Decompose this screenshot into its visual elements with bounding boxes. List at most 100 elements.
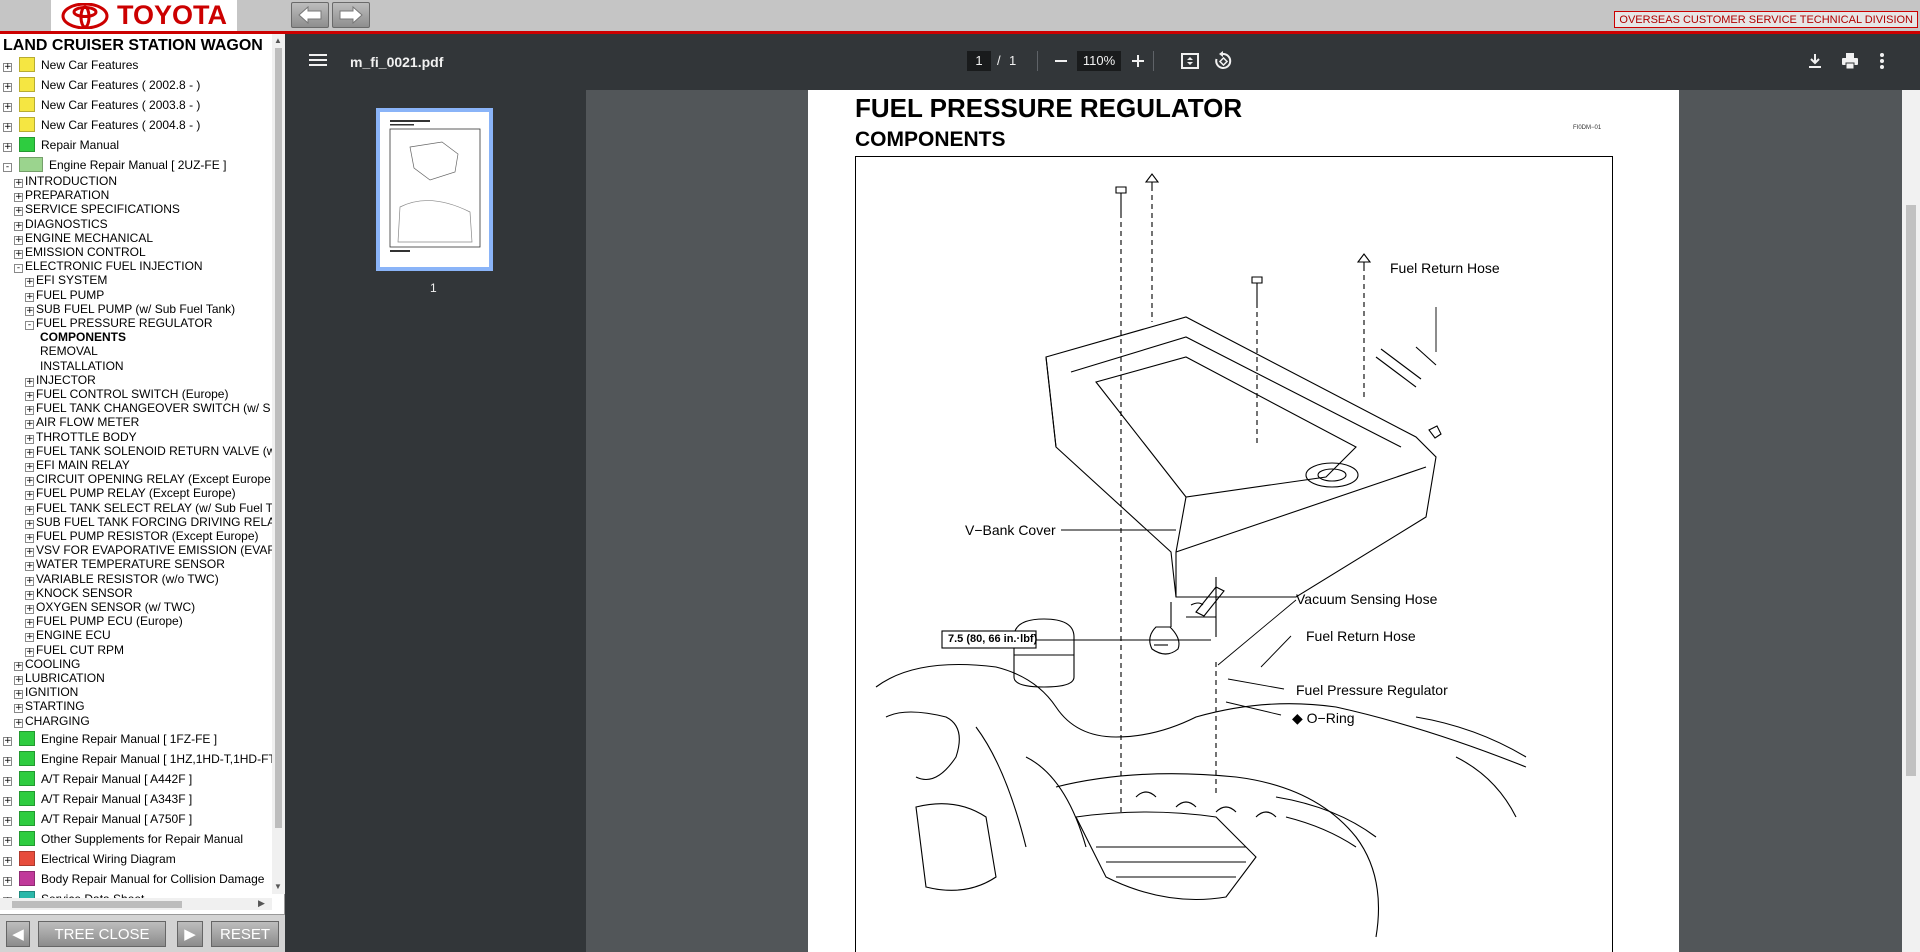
expand-icon[interactable]: + <box>25 305 34 316</box>
tree-item[interactable]: +FUEL CUT RPM <box>25 643 124 657</box>
tree-item[interactable]: INSTALLATION <box>40 359 124 373</box>
scroll-right-icon[interactable]: ▶ <box>258 898 265 908</box>
expand-icon[interactable]: + <box>25 391 34 401</box>
tree-item[interactable]: +VSV FOR EVAPORATIVE EMISSION (EVAF <box>25 543 272 558</box>
zoom-out-button[interactable] <box>1052 52 1070 75</box>
tree-item[interactable]: +DIAGNOSTICS <box>14 217 108 231</box>
expand-icon[interactable]: + <box>14 675 23 685</box>
collapse-icon[interactable]: - <box>14 264 23 274</box>
page-number-input[interactable]: 1 <box>967 51 991 71</box>
tree-prev-button[interactable]: ◀ <box>6 921 30 947</box>
tree-item[interactable]: +FUEL PUMP RESISTOR (Except Europe) <box>25 529 259 543</box>
expand-icon[interactable]: + <box>25 632 34 643</box>
expand-icon[interactable]: + <box>3 855 12 866</box>
expand-icon[interactable]: + <box>25 447 34 458</box>
tree-item[interactable]: +FUEL TANK CHANGEOVER SWITCH (w/ S <box>25 401 270 416</box>
back-button[interactable] <box>291 2 329 28</box>
tree-next-button[interactable]: ▶ <box>177 921 203 947</box>
expand-icon[interactable]: + <box>25 518 34 529</box>
tree-item[interactable]: +FUEL PUMP ECU (Europe) <box>25 614 183 629</box>
tree-item[interactable]: +SUB FUEL PUMP (w/ Sub Fuel Tank) <box>25 302 235 316</box>
expand-icon[interactable]: + <box>3 875 12 886</box>
expand-icon[interactable]: + <box>25 561 34 572</box>
tree-item[interactable]: +New Car Features ( 2003.8 - ) <box>3 97 200 112</box>
forward-button[interactable] <box>332 2 370 28</box>
tree-item[interactable]: +New Car Features ( 2002.8 - ) <box>3 77 200 92</box>
tree-item[interactable]: COMPONENTS <box>40 330 126 344</box>
expand-icon[interactable]: + <box>25 405 34 416</box>
tree-item[interactable]: +INJECTOR <box>25 373 96 387</box>
tree-item[interactable]: +STARTING <box>14 699 85 714</box>
expand-icon[interactable]: + <box>3 835 12 846</box>
tree-item[interactable]: +FUEL PUMP RELAY (Except Europe) <box>25 486 236 501</box>
tree-horizontal-scrollbar[interactable]: ▶ <box>0 898 272 910</box>
print-button[interactable] <box>1840 51 1860 76</box>
expand-icon[interactable]: + <box>25 547 34 558</box>
scrollbar-thumb[interactable] <box>12 901 182 908</box>
expand-icon[interactable]: + <box>14 192 23 203</box>
fit-page-button[interactable] <box>1180 51 1200 76</box>
expand-icon[interactable]: + <box>14 234 23 245</box>
scrollbar-thumb[interactable] <box>275 48 282 828</box>
tree-item[interactable]: +A/T Repair Manual [ A750F ] <box>3 810 192 826</box>
expand-icon[interactable]: + <box>3 82 12 92</box>
tree-item[interactable]: -ELECTRONIC FUEL INJECTION <box>14 259 203 274</box>
expand-icon[interactable]: + <box>14 703 23 714</box>
expand-icon[interactable]: + <box>14 206 23 217</box>
expand-icon[interactable]: + <box>25 490 34 501</box>
expand-icon[interactable]: + <box>25 604 34 614</box>
tree-item[interactable]: +OXYGEN SENSOR (w/ TWC) <box>25 600 195 614</box>
more-actions-button[interactable] <box>1879 51 1885 76</box>
tree-item[interactable]: +EFI SYSTEM <box>25 273 107 288</box>
expand-icon[interactable]: + <box>25 504 34 515</box>
expand-icon[interactable]: + <box>25 419 34 430</box>
tree-item[interactable]: +A/T Repair Manual [ A343F ] <box>3 790 192 806</box>
collapse-icon[interactable]: - <box>3 163 12 172</box>
tree-item[interactable]: +VARIABLE RESISTOR (w/o TWC) <box>25 572 219 586</box>
tree-item[interactable]: -FUEL PRESSURE REGULATOR <box>25 316 212 330</box>
expand-icon[interactable]: + <box>3 62 12 72</box>
scroll-up-icon[interactable]: ▲ <box>274 36 282 45</box>
document-scrollbar[interactable] <box>1902 90 1920 952</box>
expand-icon[interactable]: + <box>3 775 12 786</box>
expand-icon[interactable]: + <box>25 291 34 302</box>
tree-vertical-scrollbar[interactable]: ▲ ▼ <box>272 34 285 894</box>
tree-item[interactable]: +THROTTLE BODY <box>25 430 137 444</box>
tree-item[interactable]: +AIR FLOW METER <box>25 415 139 430</box>
tree-item[interactable]: +IGNITION <box>14 685 78 700</box>
rotate-button[interactable] <box>1213 51 1233 76</box>
expand-icon[interactable]: + <box>25 476 34 487</box>
tree-item[interactable]: +INTRODUCTION <box>14 174 117 188</box>
tree-item[interactable]: +COOLING <box>14 657 80 671</box>
tree-item[interactable]: +CHARGING <box>14 714 90 728</box>
expand-icon[interactable]: + <box>3 735 12 746</box>
zoom-level-input[interactable]: 110% <box>1077 51 1121 71</box>
tree-item[interactable]: +FUEL PUMP <box>25 288 104 302</box>
expand-icon[interactable]: + <box>3 755 12 766</box>
reset-button[interactable]: RESET <box>211 921 279 947</box>
expand-icon[interactable]: + <box>25 533 34 543</box>
zoom-in-button[interactable] <box>1129 52 1147 75</box>
download-button[interactable] <box>1805 51 1825 76</box>
expand-icon[interactable]: + <box>3 142 12 152</box>
tree-item[interactable]: +EMISSION CONTROL <box>14 245 146 259</box>
expand-icon[interactable]: + <box>14 220 23 231</box>
tree-item[interactable]: +New Car Features ( 2004.8 - ) <box>3 117 200 132</box>
expand-icon[interactable]: + <box>25 433 34 444</box>
tree-item[interactable]: +WATER TEMPERATURE SENSOR <box>25 557 225 572</box>
expand-icon[interactable]: + <box>14 689 23 700</box>
tree-item[interactable]: +EFI MAIN RELAY <box>25 458 130 472</box>
tree-item[interactable]: -Engine Repair Manual [ 2UZ-FE ] <box>3 157 226 172</box>
tree-item[interactable]: +Other Supplements for Repair Manual <box>3 830 243 846</box>
collapse-icon[interactable]: - <box>25 321 34 330</box>
expand-icon[interactable]: + <box>14 178 23 188</box>
tree-item[interactable]: REMOVAL <box>40 344 98 358</box>
tree-item[interactable]: +FUEL TANK SOLENOID RETURN VALVE (w <box>25 444 272 458</box>
menu-button[interactable] <box>309 52 327 73</box>
page-thumbnail[interactable] <box>376 108 493 271</box>
tree-item[interactable]: +FUEL TANK SELECT RELAY (w/ Sub Fuel T <box>25 501 272 515</box>
expand-icon[interactable]: + <box>3 102 12 112</box>
tree-item[interactable]: +New Car Features <box>3 57 138 72</box>
expand-icon[interactable]: + <box>3 815 12 826</box>
expand-icon[interactable]: + <box>25 646 34 657</box>
